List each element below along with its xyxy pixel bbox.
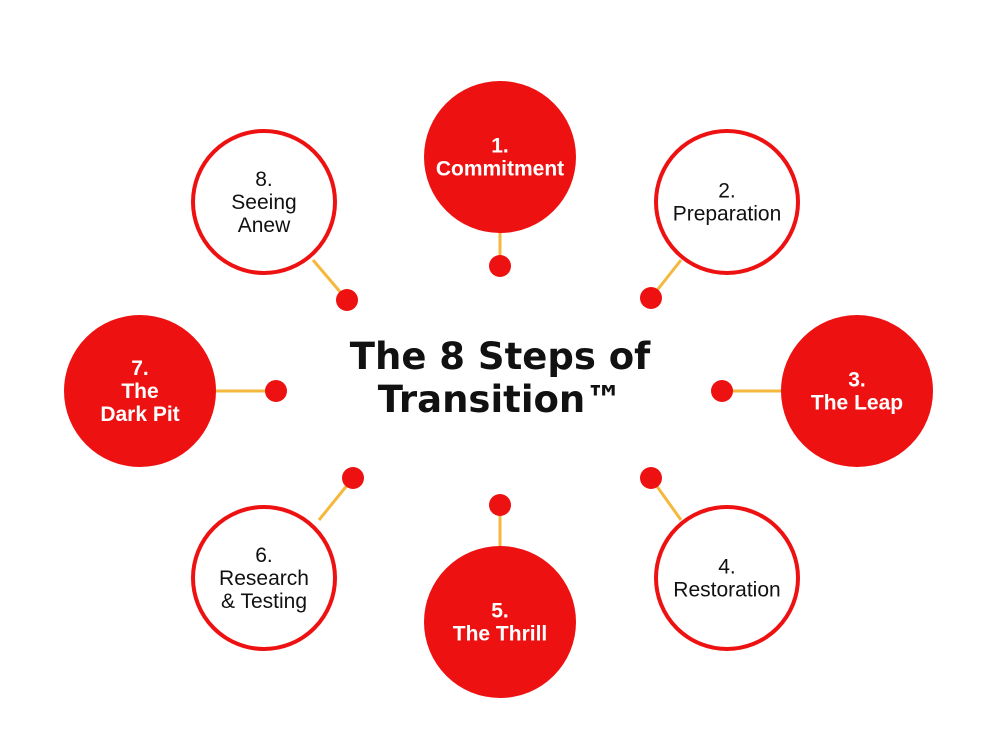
step-6-label-line: & Testing	[221, 590, 307, 613]
step-3-label: 3.The Leap	[811, 369, 903, 415]
step-3-label-line: The Leap	[811, 392, 903, 415]
title-line-2: Transition™	[378, 378, 623, 421]
title-line-1: The 8 Steps of	[350, 335, 651, 378]
step-5-circle	[424, 546, 576, 698]
step-8-label-line: 8.	[255, 168, 273, 191]
step-1-label-line: 1.	[491, 135, 509, 158]
step-5-connector-dot	[489, 494, 511, 516]
step-5-label-line: 5.	[491, 600, 509, 623]
step-2-connector-dot	[640, 287, 662, 309]
step-3-label-line: 3.	[848, 369, 866, 392]
step-6-label-line: Research	[219, 567, 309, 590]
step-8-connector-dot	[336, 289, 358, 311]
step-1-connector-dot	[489, 255, 511, 277]
step-7-circle	[64, 315, 216, 467]
step-4-label-line: 4.	[718, 556, 736, 579]
step-8-label-line: Anew	[238, 214, 291, 237]
step-7-connector-dot	[265, 380, 287, 402]
step-4-connector-dot	[640, 467, 662, 489]
step-8-circle	[191, 129, 337, 275]
step-1-label: 1.Commitment	[436, 135, 564, 181]
step-5-label: 5.The Thrill	[453, 600, 548, 646]
step-1-circle	[424, 81, 576, 233]
step-6-label-line: 6.	[255, 544, 273, 567]
step-4-circle	[654, 505, 800, 651]
step-5-label-line: The Thrill	[453, 623, 548, 646]
connectors	[216, 232, 781, 546]
step-7-label-line: Dark Pit	[100, 403, 179, 426]
step-2-circle	[654, 129, 800, 275]
step-4-label: 4.Restoration	[673, 556, 780, 602]
step-6-label: 6.Research& Testing	[219, 544, 309, 613]
step-3-connector-dot	[711, 380, 733, 402]
step-3-circle	[781, 315, 933, 467]
step-6-circle	[191, 505, 337, 651]
step-1-label-line: Commitment	[436, 158, 564, 181]
step-7-label-line: The	[121, 380, 158, 403]
step-8-label-line: Seeing	[231, 191, 296, 214]
step-6-connector-dot	[342, 467, 364, 489]
step-2-label-line: Preparation	[673, 203, 782, 226]
step-7-label-line: 7.	[131, 357, 149, 380]
diagram-title: The 8 Steps of Transition™	[350, 335, 651, 421]
step-2-label: 2.Preparation	[673, 180, 782, 226]
step-4-label-line: Restoration	[673, 579, 780, 602]
step-2-label-line: 2.	[718, 180, 736, 203]
